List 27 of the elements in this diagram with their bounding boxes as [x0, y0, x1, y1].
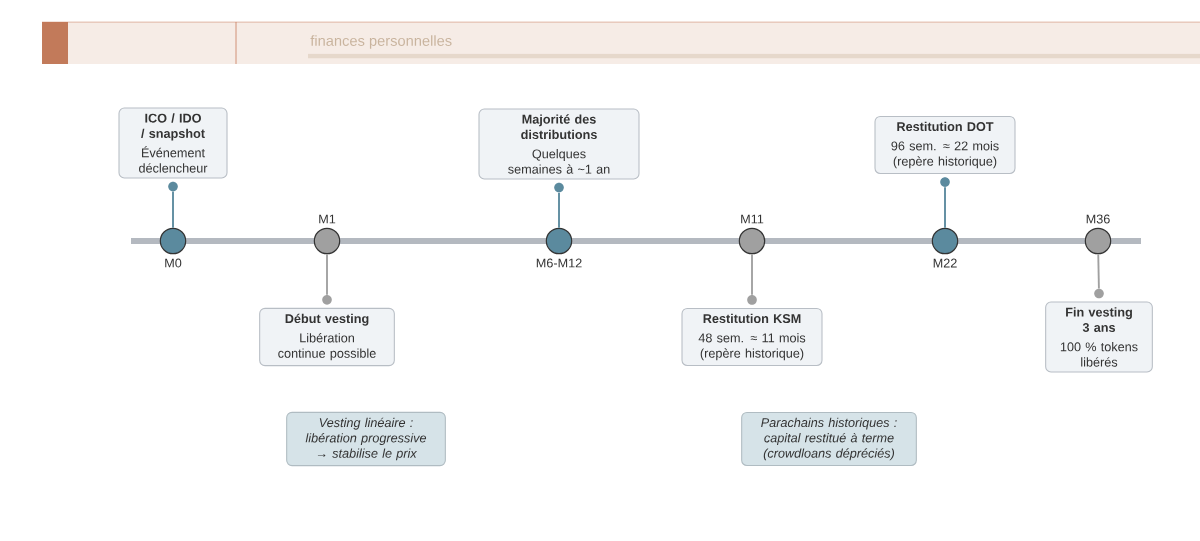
milestone-label: M1	[319, 214, 336, 224]
milestone-circle	[931, 227, 959, 255]
milestone-label: M22	[933, 258, 957, 268]
note-box: Parachains historiques : capital restitué à terme (crowdloans dépréciés)	[741, 411, 917, 467]
milestone-card: Restitution DOT 96 sem. ≈ 22 mois (repère historique)	[874, 115, 1016, 175]
milestone-card: Restitution KSM 48 sem. ≈ 11 mois (repère historique)	[681, 307, 823, 367]
milestone-label: M6-M12	[536, 258, 582, 268]
milestone-card: ICO / IDO / snapshot Événement déclencheur	[118, 107, 228, 179]
connector-line	[172, 190, 174, 229]
milestone-label: M0	[165, 258, 182, 268]
connector-line	[326, 253, 328, 296]
milestone-circle	[313, 227, 341, 255]
milestone-circle	[1084, 227, 1112, 255]
milestone-card: Fin vesting 3 ans 100 % tokens libérés	[1045, 301, 1153, 373]
milestone-label: M11	[741, 214, 764, 224]
connector-line	[558, 191, 560, 229]
connector-line	[1097, 253, 1100, 290]
milestone-label: M36	[1086, 214, 1110, 224]
connector-line	[944, 186, 946, 229]
milestone-card: Majorité des distributions Quelques semaines à ~1 an	[478, 108, 640, 180]
milestone-circle	[545, 227, 573, 255]
milestone-card: Début vesting Libération continue possible	[259, 307, 395, 367]
connector-line	[751, 253, 753, 296]
milestone-circle	[159, 227, 187, 255]
milestone-circle	[738, 227, 766, 255]
tagline: finances personnelles	[310, 35, 452, 49]
note-box: Vesting linéaire : libération progressive → stabilise le prix	[286, 411, 446, 467]
